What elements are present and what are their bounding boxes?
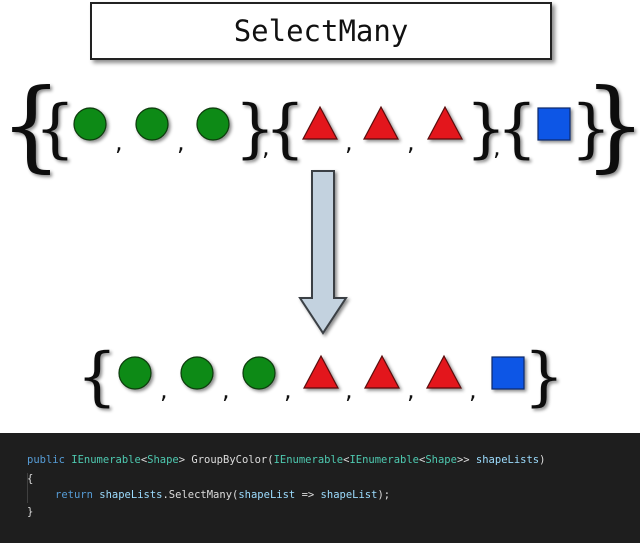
red-triangle: [364, 354, 400, 389]
comma-separator: ,: [177, 128, 185, 156]
outer-open-brace: {: [0, 69, 62, 183]
green-circle: [73, 107, 107, 141]
group-open-brace: {: [497, 92, 538, 166]
output-close-brace: }: [524, 340, 565, 414]
green-circle: [118, 356, 152, 390]
comma-separator: ,: [262, 133, 270, 161]
code-panel: [0, 433, 640, 543]
code-type-ienumerable: IEnumerable: [273, 454, 344, 466]
code-kw-return: return: [55, 489, 93, 501]
group-close-brace: }: [466, 92, 507, 166]
group-open-brace: {: [265, 92, 306, 166]
indent-guide: [27, 473, 28, 503]
title-box: SelectMany: [90, 2, 552, 60]
code-line-return: return shapeLists.SelectMany(shapeList =…: [55, 489, 390, 501]
comma-separator: ,: [407, 376, 415, 404]
code-punct: >>: [456, 454, 476, 466]
code-lambda-arrow: =>: [295, 489, 321, 501]
red-triangle: [426, 354, 462, 389]
code-punct: <: [140, 454, 148, 466]
comma-separator: ,: [284, 376, 292, 404]
code-line-signature: public IEnumerable<Shape> GroupByColor(I…: [27, 454, 545, 466]
code-method-call: .SelectMany(: [162, 489, 239, 501]
green-circle: [180, 356, 214, 390]
group-close-brace: }: [571, 92, 612, 166]
red-triangle: [363, 105, 399, 140]
group-open-brace: {: [35, 92, 76, 166]
code-lambda-param: shapeList: [238, 489, 296, 501]
outer-close-brace: }: [584, 69, 640, 183]
red-triangle: [427, 105, 463, 140]
code-param: shapeLists: [99, 489, 163, 501]
code-type-ienumerable: IEnumerable: [71, 454, 141, 466]
red-triangle: [303, 354, 339, 389]
comma-separator: ,: [469, 376, 477, 404]
blue-square: [491, 356, 525, 390]
code-type-shape: Shape: [425, 454, 457, 466]
green-circle: [196, 107, 230, 141]
comma-separator: ,: [160, 376, 168, 404]
code-type-ienumerable: IEnumerable: [349, 454, 419, 466]
code-param: shapeLists: [475, 454, 540, 466]
code-method-name: > GroupByColor(: [178, 454, 274, 466]
down-arrow: [298, 170, 348, 335]
comma-separator: ,: [222, 376, 230, 404]
blue-square: [537, 107, 571, 141]
diagram-canvas: {{,,},{,,},{}} {,,,,,,}: [0, 69, 640, 414]
code-line-open-brace: {: [27, 473, 34, 485]
code-punct: );: [377, 489, 391, 501]
output-open-brace: {: [77, 340, 118, 414]
comma-separator: ,: [493, 133, 501, 161]
comma-separator: ,: [345, 376, 353, 404]
comma-separator: ,: [407, 128, 415, 156]
comma-separator: ,: [345, 128, 353, 156]
title-text: SelectMany: [233, 14, 409, 48]
code-lambda-body: shapeList: [320, 489, 378, 501]
code-kw-public: public: [27, 454, 65, 466]
green-circle: [135, 107, 169, 141]
code-type-shape: Shape: [147, 454, 179, 466]
code-punct: <: [343, 454, 350, 466]
code-line-close-brace: }: [27, 506, 34, 518]
group-close-brace: }: [235, 92, 276, 166]
code-punct: <: [419, 454, 426, 466]
code-punct: ): [539, 454, 546, 466]
green-circle: [242, 356, 276, 390]
comma-separator: ,: [115, 128, 123, 156]
output-collection: {,,,,,,}: [77, 340, 565, 414]
red-triangle: [302, 105, 338, 140]
input-collection: {{,,},{,,},{}}: [0, 69, 640, 183]
